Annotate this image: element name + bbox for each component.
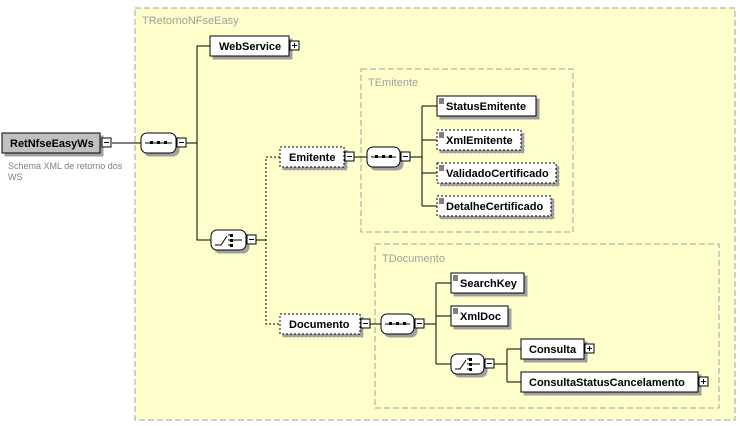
element-consultastatuscancelamento-label: ConsultaStatusCancelamento xyxy=(529,377,685,389)
text-content-icon xyxy=(439,165,444,171)
element-validadocertificado[interactable]: ValidadoCertificado xyxy=(436,162,557,184)
expand-icon[interactable] xyxy=(289,40,300,51)
group-tdocumento-title: TDocumento xyxy=(382,253,445,265)
element-consulta[interactable]: Consulta xyxy=(520,338,595,360)
element-validadocertificado-label: ValidadoCertificado xyxy=(446,168,549,180)
root-element-label: RetNfseEasyWs xyxy=(10,138,94,150)
expand-icon[interactable] xyxy=(698,376,709,387)
element-detalhecertificado[interactable]: DetalheCertificado xyxy=(436,195,552,217)
collapse-icon[interactable] xyxy=(344,151,355,162)
text-content-icon xyxy=(453,275,458,281)
collapse-icon[interactable] xyxy=(414,318,425,329)
text-content-icon xyxy=(453,308,458,314)
element-searchkey-label: SearchKey xyxy=(460,278,518,290)
element-searchkey[interactable]: SearchKey xyxy=(450,272,525,294)
collapse-icon[interactable] xyxy=(101,137,112,148)
collapse-icon[interactable] xyxy=(400,151,411,162)
element-webservice-label: WebService xyxy=(219,41,281,53)
sequence-compositor-icon[interactable] xyxy=(380,313,425,335)
root-annotation-line1: Schema XML de retorno dos xyxy=(8,161,123,171)
element-xmlemitente[interactable]: XmlEmitente xyxy=(436,129,522,151)
text-content-icon xyxy=(439,132,444,138)
collapse-icon[interactable] xyxy=(176,137,187,148)
expand-icon[interactable] xyxy=(584,343,595,354)
element-xmldoc-label: XmlDoc xyxy=(460,311,501,323)
root-element-retnfseeasyws[interactable]: RetNfseEasyWs xyxy=(1,132,112,154)
element-detalhecertificado-label: DetalheCertificado xyxy=(446,201,543,213)
collapse-icon[interactable] xyxy=(360,318,371,329)
group-temitente-title: TEmitente xyxy=(368,77,418,89)
element-webservice[interactable]: WebService xyxy=(209,35,300,57)
element-documento[interactable]: Documento xyxy=(279,313,371,335)
sequence-compositor-icon[interactable] xyxy=(366,146,411,168)
connectors xyxy=(112,45,521,383)
sequence-compositor-icon[interactable] xyxy=(140,132,187,154)
choice-compositor-icon[interactable] xyxy=(210,229,257,251)
text-content-icon xyxy=(439,98,444,104)
text-content-icon xyxy=(439,198,444,204)
group-tretornonfseeasy-title: TRetornoNFseEasy xyxy=(142,15,239,27)
root-annotation-line2: WS xyxy=(8,172,23,182)
element-consultastatuscancelamento[interactable]: ConsultaStatusCancelamento xyxy=(520,371,709,393)
element-statusemitente[interactable]: StatusEmitente xyxy=(436,95,537,117)
element-statusemitente-label: StatusEmitente xyxy=(446,101,526,113)
choice-compositor-icon[interactable] xyxy=(450,353,495,375)
collapse-icon[interactable] xyxy=(484,358,495,369)
element-consulta-label: Consulta xyxy=(529,344,577,356)
collapse-icon[interactable] xyxy=(246,234,257,245)
element-xmlemitente-label: XmlEmitente xyxy=(446,135,513,147)
element-emitente-label: Emitente xyxy=(289,152,335,164)
element-emitente[interactable]: Emitente xyxy=(279,146,355,168)
element-xmldoc[interactable]: XmlDoc xyxy=(450,305,509,327)
element-documento-label: Documento xyxy=(289,319,350,331)
